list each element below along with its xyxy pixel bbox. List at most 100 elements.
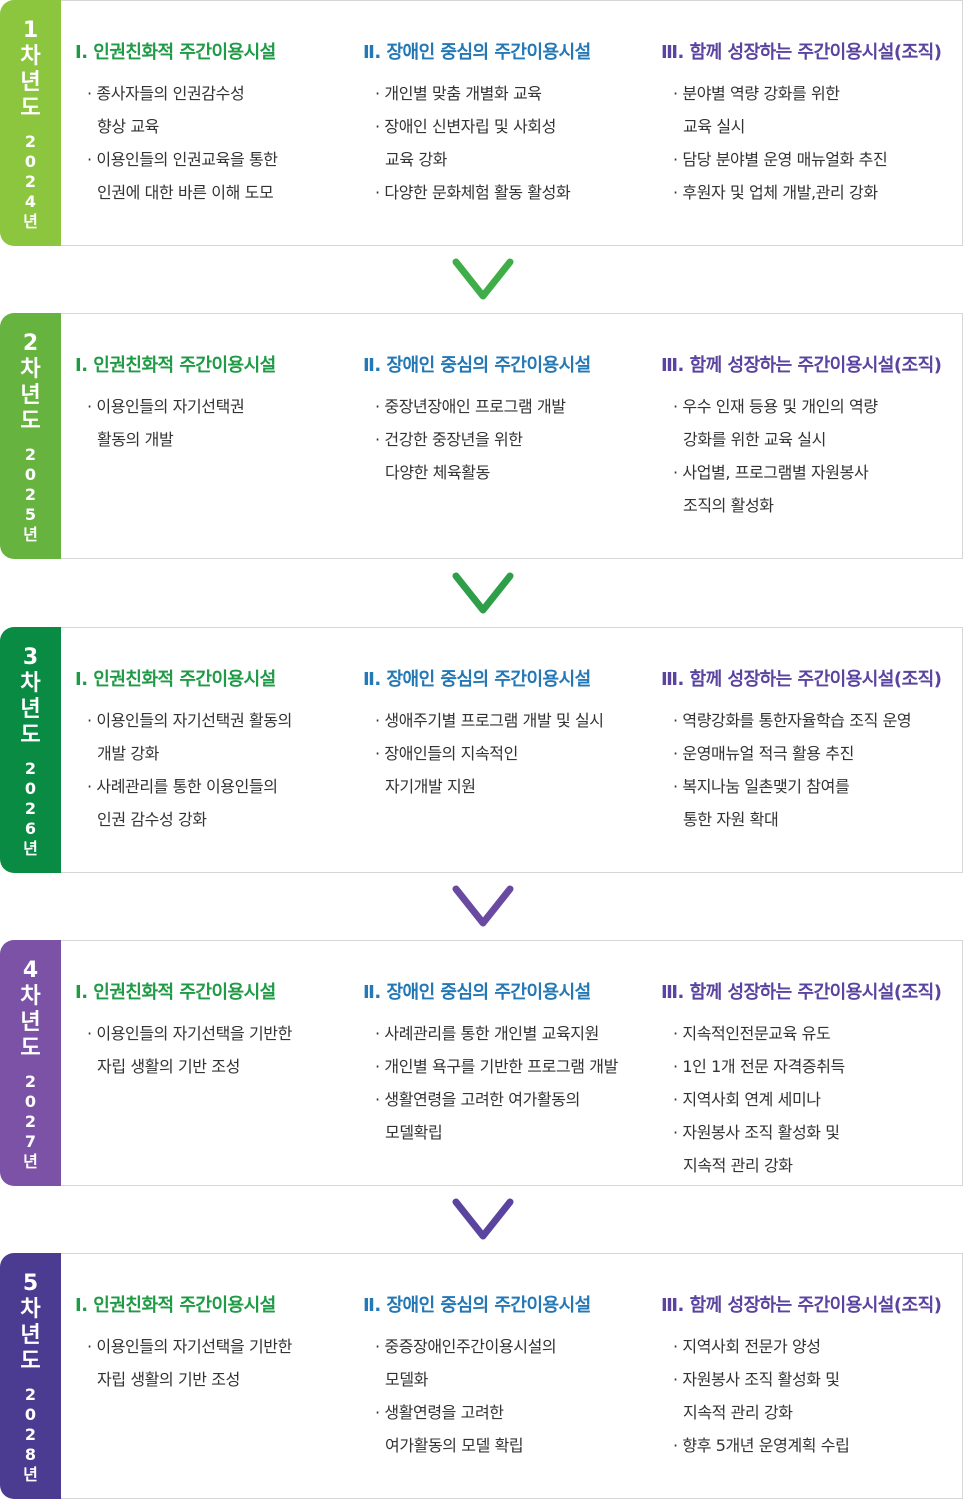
- list-item-line: · 건강한 중장년을 위한: [375, 430, 523, 449]
- stage-year-char: 5: [24, 505, 37, 524]
- list-item-line: 조직의 활성화: [683, 496, 774, 515]
- list-item-line: · 역량강화를 통한자율학습 조직 운영: [673, 711, 912, 730]
- list-item-line: 향상 교육: [97, 117, 159, 136]
- column-heading: Ⅱ. 장애인 중심의 주간이용시설: [363, 1295, 591, 1316]
- list-item-line: · 우수 인재 등용 및 개인의 역량: [673, 397, 878, 416]
- stage-year-char: 년: [23, 1465, 38, 1484]
- list-item-line: 활동의 개발: [97, 430, 174, 449]
- stage-ordinal-char: 년: [20, 383, 41, 408]
- stage-year-char: 0: [24, 1092, 37, 1111]
- stage-year-char: 년: [23, 212, 38, 231]
- list-item-line: · 분야별 역량 강화를 위한: [673, 84, 840, 103]
- disabled-centered-column: Ⅱ. 장애인 중심의 주간이용시설 · 생애주기별 프로그램 개발 및 실시· 장…: [363, 668, 663, 803]
- stage-year-char: 년: [23, 1152, 38, 1171]
- list-item: · 개인별 맞춤 개별화 교육: [363, 77, 663, 110]
- list-item-line: 자립 생활의 기반 조성: [97, 1370, 240, 1389]
- stage-year-char: 0: [24, 465, 37, 484]
- list-item-line: · 생활연령을 고려한 여가활동의: [375, 1090, 580, 1109]
- list-item-line: · 이용인들의 자기선택권 활동의: [87, 711, 292, 730]
- stage-ordinal-char: 도: [20, 1036, 41, 1061]
- list-item: · 중장년장애인 프로그램 개발: [363, 390, 663, 423]
- stage-year-char: 2: [24, 1425, 37, 1444]
- stage-year-char: 년: [23, 839, 38, 858]
- list-item: · 지역사회 전문가 양성: [661, 1330, 961, 1363]
- list-item-line: · 이용인들의 자기선택을 기반한: [87, 1024, 292, 1043]
- column-heading: Ⅱ. 장애인 중심의 주간이용시설: [363, 669, 591, 690]
- list-item-line: · 생활연령을 고려한: [375, 1403, 504, 1422]
- list-item: · 지속적인전문교육 유도: [661, 1017, 961, 1050]
- stage-year-char: 2: [24, 445, 37, 464]
- stage-year-char: 2: [24, 1112, 37, 1131]
- list-item-line: · 이용인들의 자기선택을 기반한: [87, 1337, 292, 1356]
- disabled-centered-column: Ⅱ. 장애인 중심의 주간이용시설 · 중장년장애인 프로그램 개발 · 건강한 중…: [363, 354, 663, 489]
- list-item-line: · 지역사회 전문가 양성: [673, 1337, 821, 1356]
- list-item-line: · 담당 분야별 운영 매뉴얼화 추진: [673, 150, 888, 169]
- list-item: · 향후 5개년 운영계획 수립: [661, 1429, 961, 1462]
- list-item-line: · 중장년장애인 프로그램 개발: [375, 397, 566, 416]
- stage-ordinal-char: 차: [20, 1297, 41, 1322]
- list-item-line: 자립 생활의 기반 조성: [97, 1057, 240, 1076]
- column-heading: Ⅲ. 함께 성장하는 주간이용시설(조직): [661, 355, 942, 376]
- stage-year-char: 2: [24, 1385, 37, 1404]
- column-heading: Ⅲ. 함께 성장하는 주간이용시설(조직): [661, 982, 942, 1003]
- list-item-line: · 종사자들의 인권감수성: [87, 84, 245, 103]
- stage-year-char: 2: [24, 132, 37, 151]
- list-item-line: 모델화: [385, 1370, 428, 1389]
- column-heading: Ⅱ. 장애인 중심의 주간이용시설: [363, 355, 591, 376]
- list-item-line: 자기개발 지원: [385, 777, 476, 796]
- stage-ordinal-char: 4: [22, 958, 39, 983]
- column-heading: Ⅲ. 함께 성장하는 주간이용시설(조직): [661, 669, 942, 690]
- stage-ordinal-char: 년: [20, 697, 41, 722]
- list-item-line: 인권에 대한 바른 이해 도모: [97, 183, 274, 202]
- column-heading: Ⅰ. 인권친화적 주간이용시설: [75, 669, 276, 690]
- column-heading: Ⅲ. 함께 성장하는 주간이용시설(조직): [661, 42, 942, 63]
- list-item: · 담당 분야별 운영 매뉴얼화 추진: [661, 143, 961, 176]
- list-item-line: 개발 강화: [97, 744, 159, 763]
- list-item-line: · 복지나눔 일촌맺기 참여를: [673, 777, 850, 796]
- stage-ordinal-char: 도: [20, 409, 41, 434]
- stage-year-char: 0: [24, 152, 37, 171]
- chevron-down-icon: [452, 572, 514, 614]
- stage-ordinal-char: 2: [22, 331, 39, 356]
- column-heading: Ⅲ. 함께 성장하는 주간이용시설(조직): [661, 1295, 942, 1316]
- stage-ordinal-char: 년: [20, 1323, 41, 1348]
- stage-ordinal-char: 1: [22, 18, 39, 43]
- list-item: · 생애주기별 프로그램 개발 및 실시: [363, 704, 663, 737]
- list-item: · 지역사회 연계 세미나: [661, 1083, 961, 1116]
- stage-ordinal-char: 도: [20, 1349, 41, 1374]
- growth-column: Ⅲ. 함께 성장하는 주간이용시설(조직)· 지속적인전문교육 유도· 1인 1…: [661, 981, 961, 1182]
- stage-year-char: 2: [24, 1072, 37, 1091]
- stage-year-char: 7: [24, 1132, 37, 1151]
- stage-year-char: 년: [23, 525, 38, 544]
- stage-year-char: 8: [24, 1445, 37, 1464]
- list-item-line: · 장애인 신변자립 및 사회성: [375, 117, 556, 136]
- column-heading: Ⅰ. 인권친화적 주간이용시설: [75, 1295, 276, 1316]
- stage-ordinal-char: 도: [20, 723, 41, 748]
